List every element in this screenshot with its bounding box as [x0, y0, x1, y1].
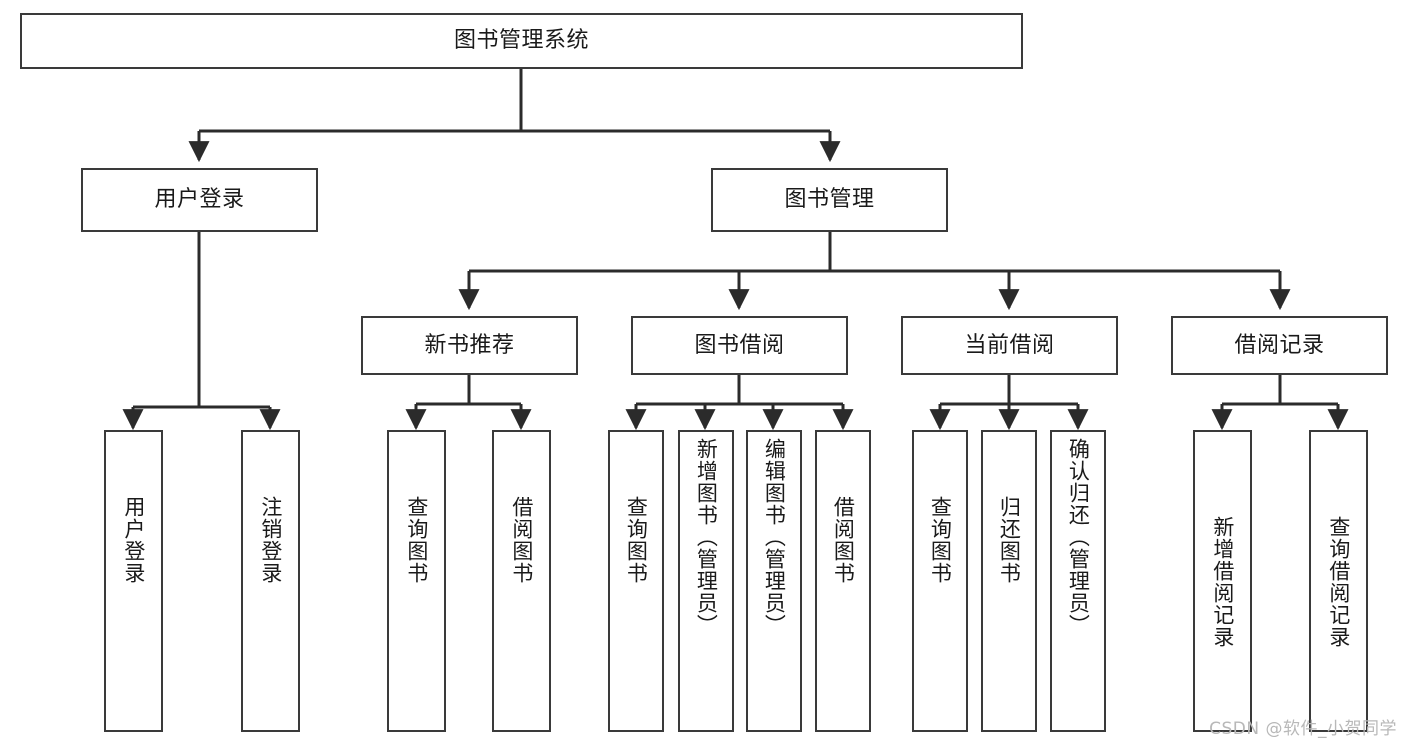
node-book-borrow-label: 图书借阅 — [694, 332, 785, 358]
leaf-book-borrow-query[interactable]: 查询图书 — [608, 430, 664, 732]
leaf-user-login-logout[interactable]: 注销登录 — [241, 430, 300, 732]
leaf-borrow-record-query-label: 查询借阅记录 — [1326, 516, 1351, 648]
leaf-current-borrow-return[interactable]: 归还图书 — [981, 430, 1037, 732]
leaf-borrow-record-add[interactable]: 新增借阅记录 — [1193, 430, 1252, 732]
leaf-user-login-login-label: 用户登录 — [121, 496, 146, 584]
node-book-management[interactable]: 图书管理 — [711, 168, 948, 232]
leaf-current-borrow-confirm-admin-label: 确认归还（管理员） — [1066, 438, 1091, 636]
leaf-book-borrow-borrow-label: 借阅图书 — [831, 496, 856, 584]
node-borrow-record[interactable]: 借阅记录 — [1171, 316, 1388, 375]
leaf-new-book-query[interactable]: 查询图书 — [387, 430, 446, 732]
node-root-label: 图书管理系统 — [453, 28, 589, 53]
leaf-book-borrow-edit-admin[interactable]: 编辑图书（管理员） — [746, 430, 802, 732]
csdn-watermark: CSDN @软件_小贺同学 — [1209, 719, 1397, 739]
leaf-new-book-borrow[interactable]: 借阅图书 — [492, 430, 551, 732]
leaf-new-book-query-label: 查询图书 — [404, 496, 429, 584]
leaf-current-borrow-query-label: 查询图书 — [928, 496, 953, 584]
node-borrow-record-label: 借阅记录 — [1234, 332, 1325, 358]
leaf-borrow-record-query[interactable]: 查询借阅记录 — [1309, 430, 1368, 732]
leaf-user-login-logout-label: 注销登录 — [258, 496, 283, 584]
node-current-borrow-label: 当前借阅 — [964, 332, 1055, 358]
node-current-borrow[interactable]: 当前借阅 — [901, 316, 1118, 375]
node-new-book-recommend-label: 新书推荐 — [424, 332, 515, 358]
node-user-login[interactable]: 用户登录 — [81, 168, 318, 232]
leaf-borrow-record-add-label: 新增借阅记录 — [1210, 516, 1235, 648]
node-book-management-label: 图书管理 — [784, 187, 875, 212]
node-user-login-label: 用户登录 — [154, 187, 245, 212]
node-root-book-management-system[interactable]: 图书管理系统 — [20, 13, 1023, 69]
leaf-book-borrow-add-admin[interactable]: 新增图书（管理员） — [678, 430, 734, 732]
node-book-borrow[interactable]: 图书借阅 — [631, 316, 848, 375]
leaf-current-borrow-return-label: 归还图书 — [997, 496, 1022, 584]
leaf-user-login-login[interactable]: 用户登录 — [104, 430, 163, 732]
leaf-new-book-borrow-label: 借阅图书 — [509, 496, 534, 584]
leaf-book-borrow-add-admin-label: 新增图书（管理员） — [694, 438, 719, 636]
leaf-current-borrow-query[interactable]: 查询图书 — [912, 430, 968, 732]
leaf-book-borrow-query-label: 查询图书 — [624, 496, 649, 584]
leaf-current-borrow-confirm-admin[interactable]: 确认归还（管理员） — [1050, 430, 1106, 732]
leaf-book-borrow-edit-admin-label: 编辑图书（管理员） — [762, 438, 787, 636]
node-new-book-recommend[interactable]: 新书推荐 — [361, 316, 578, 375]
leaf-book-borrow-borrow[interactable]: 借阅图书 — [815, 430, 871, 732]
